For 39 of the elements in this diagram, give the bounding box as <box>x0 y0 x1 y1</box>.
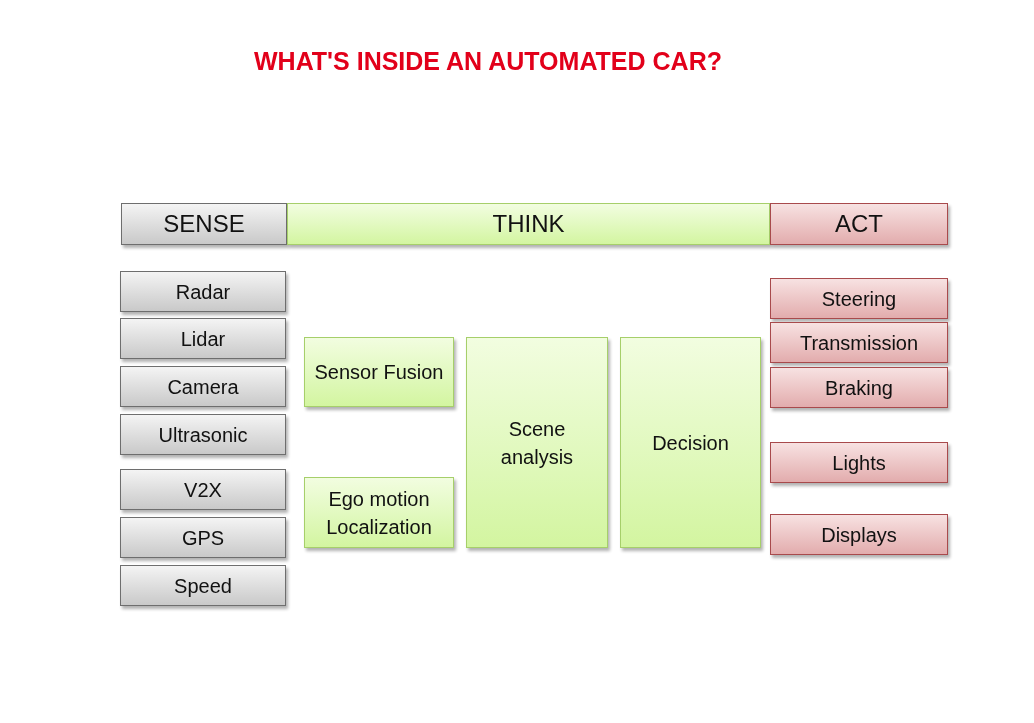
category-box <box>770 442 948 483</box>
box-label: SENSE <box>162 209 246 240</box>
category-box <box>620 337 761 548</box>
box-label: Displays <box>820 522 898 548</box>
box-label: Ego motion Localization <box>325 486 433 540</box>
box-label: Speed <box>173 573 233 599</box>
category-box <box>120 271 286 312</box>
box-label: Scene analysis <box>499 416 575 470</box>
category-box <box>304 337 454 407</box>
category-box <box>287 203 770 245</box>
category-box <box>120 318 286 359</box>
box-label: ACT <box>834 209 884 240</box>
category-box <box>304 477 454 548</box>
box-label: Lidar <box>179 326 227 352</box>
category-box <box>120 469 286 510</box>
box-label: Sensor Fusion <box>313 360 445 385</box>
box-label: GPS <box>180 525 226 551</box>
category-box <box>466 337 608 548</box>
category-box <box>120 414 286 455</box>
category-box <box>770 322 948 363</box>
category-box <box>120 517 286 558</box>
category-box <box>770 203 948 245</box>
category-box <box>770 278 948 319</box>
category-box <box>120 565 286 606</box>
box-label: Transmission <box>798 330 920 356</box>
box-label: Braking <box>824 375 894 401</box>
category-box <box>770 367 948 408</box>
category-box <box>770 514 948 555</box>
title: WHAT'S INSIDE AN AUTOMATED CAR? <box>254 46 722 77</box>
box-label: Lights <box>831 450 887 476</box>
box-label: Radar <box>174 279 232 305</box>
box-label: Ultrasonic <box>157 422 249 448</box>
box-label: Decision <box>651 430 730 456</box>
box-label: V2X <box>183 477 223 503</box>
category-box <box>120 366 286 407</box>
category-box <box>121 203 287 245</box>
box-label: Camera <box>166 374 240 400</box>
box-label: THINK <box>491 209 566 240</box>
box-label: Steering <box>820 286 898 312</box>
